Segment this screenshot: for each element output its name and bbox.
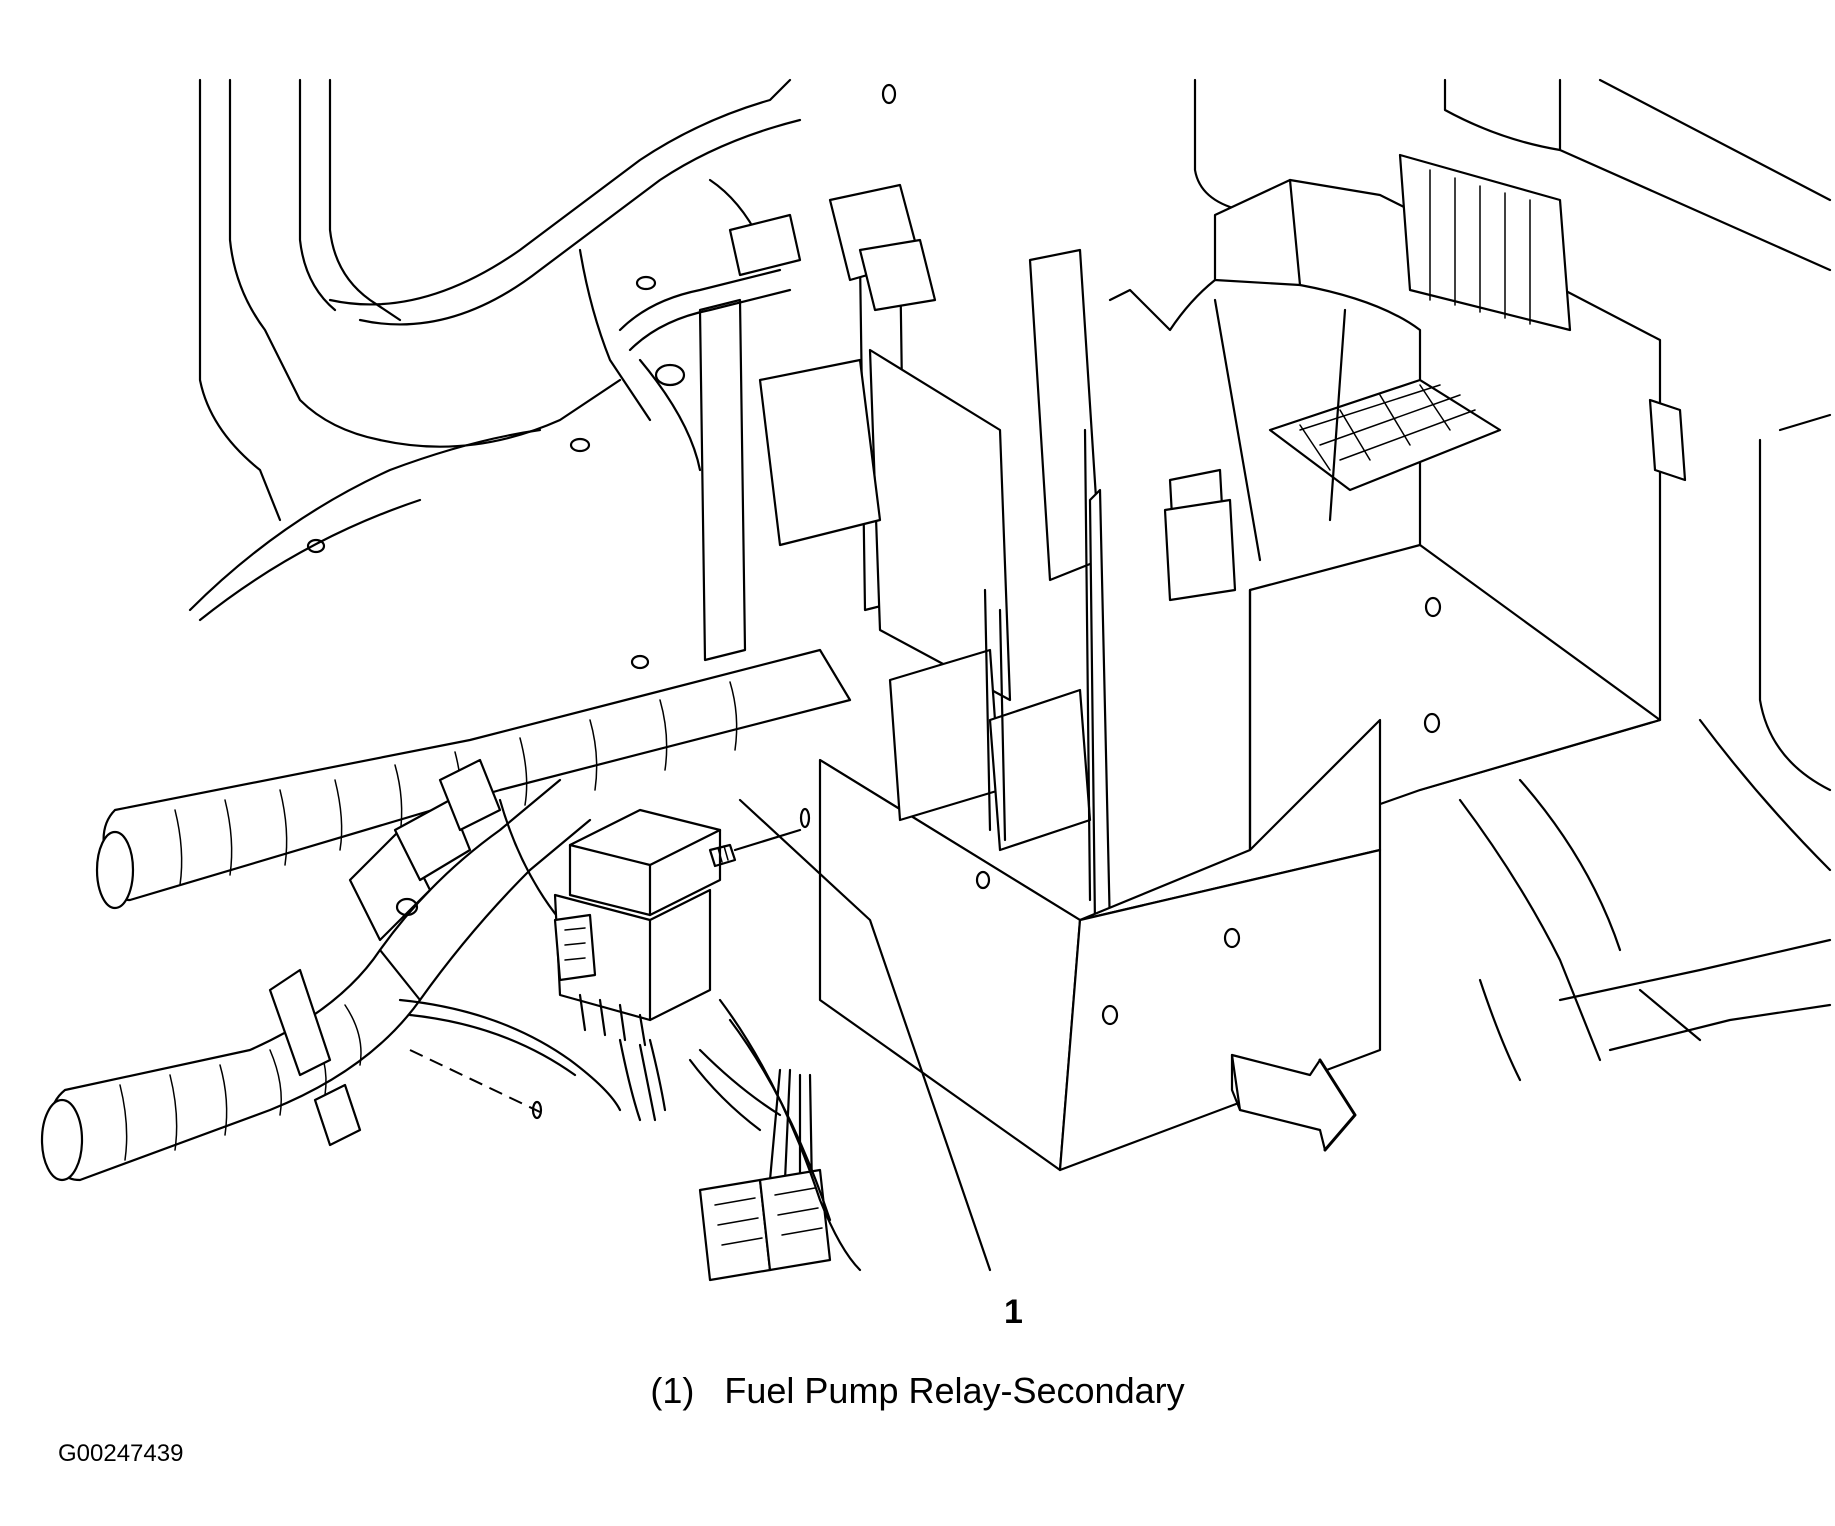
callout-1: 1: [738, 798, 1023, 1331]
figure-id: G00247439: [58, 1440, 184, 1467]
wiring-harness-left: [40, 648, 852, 1182]
forward-direction-arrow: [1230, 1053, 1357, 1152]
relay-center-housing: [698, 153, 1687, 1172]
body-panel-left: [188, 78, 897, 670]
upper-harness: [618, 178, 937, 472]
figure-caption: (1) Fuel Pump Relay-Secondary: [0, 1370, 1835, 1412]
fuel-pump-relay-secondary: [553, 807, 811, 1122]
pigtail-connector: [688, 998, 862, 1282]
caption-label: Fuel Pump Relay-Secondary: [724, 1370, 1185, 1411]
callout-1-number: 1: [1004, 1293, 1023, 1331]
caption-number: (1): [650, 1370, 695, 1411]
